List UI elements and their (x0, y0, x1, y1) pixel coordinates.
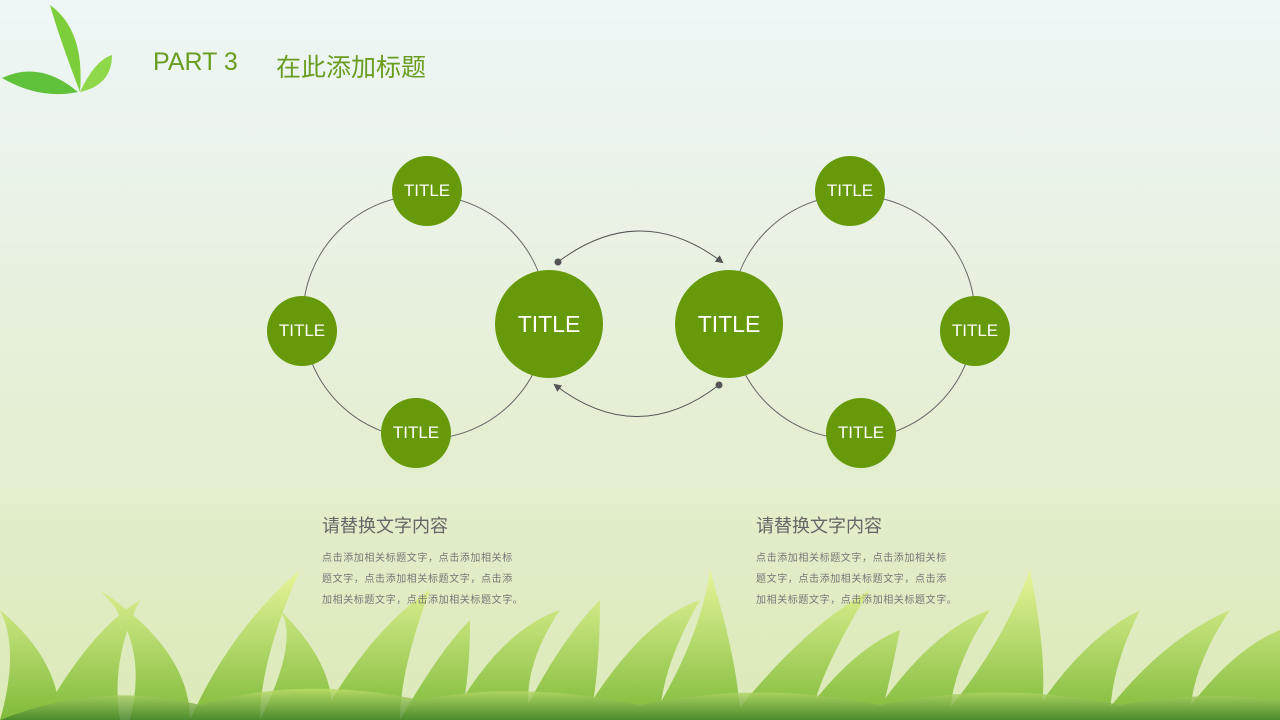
arrow-bottom-dot (715, 381, 723, 389)
block-heading: 请替换文字内容 (322, 516, 448, 536)
node-right-bottom: TITLE (826, 398, 896, 468)
block-line: 加相关标题文字，点击添加相关标题文字。 (322, 595, 524, 606)
block-line: 加相关标题文字，点击添加相关标题文字。 (756, 595, 958, 606)
block-line: 题文字，点击添加相关标题文字，点击添 (322, 574, 513, 585)
grass-decoration (0, 570, 1280, 720)
part-label: PART 3 (153, 48, 238, 76)
node-left-bottom: TITLE (381, 398, 451, 468)
leaf-logo (2, 5, 112, 95)
node-right-top: TITLE (815, 156, 885, 226)
arrow-top-dot (554, 258, 562, 266)
arrow-bottom (553, 383, 720, 417)
node-right-right: TITLE (940, 296, 1010, 366)
page-title: 在此添加标题 (276, 54, 427, 82)
block-line: 点击添加相关标题文字，点击添加相关标 (756, 553, 947, 564)
node-left-center: TITLE (495, 270, 603, 378)
node-left-left: TITLE (267, 296, 337, 366)
block-line: 题文字，点击添加相关标题文字，点击添 (756, 574, 947, 585)
text-block-right: 请替换文字内容 点击添加相关标题文字，点击添加相关标 题文字，点击添加相关标题文… (756, 512, 986, 611)
node-right-center: TITLE (675, 270, 783, 378)
arrow-top (557, 230, 724, 264)
block-line: 点击添加相关标题文字，点击添加相关标 (322, 553, 513, 564)
node-left-top: TITLE (392, 156, 462, 226)
block-heading: 请替换文字内容 (756, 516, 882, 536)
text-block-left: 请替换文字内容 点击添加相关标题文字，点击添加相关标 题文字，点击添加相关标题文… (322, 512, 552, 611)
